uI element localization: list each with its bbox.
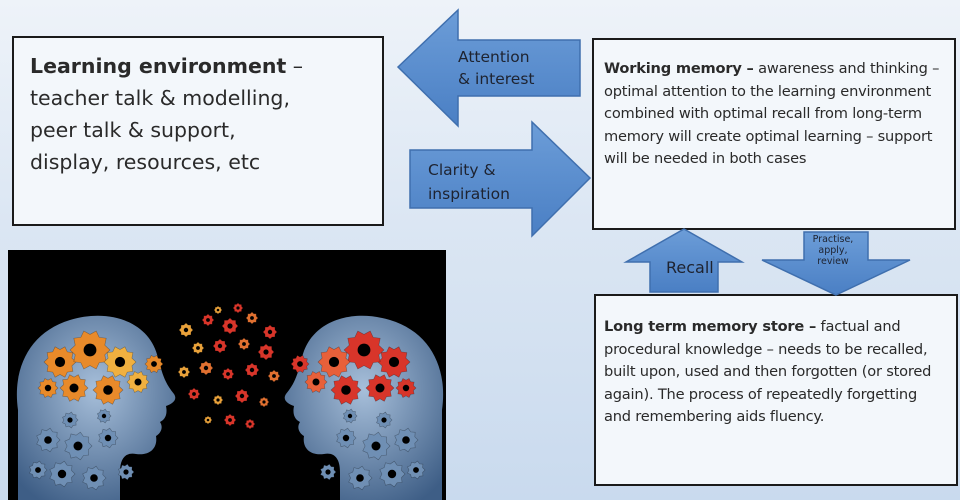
long-term-memory-title: Long term memory store –: [604, 318, 817, 335]
gear-icon: [177, 365, 191, 379]
attention-label-line2: & interest: [458, 70, 535, 88]
gear-icon: [212, 338, 228, 354]
practise-label: Practise, apply, review: [806, 234, 860, 267]
clarity-label-line2: inspiration: [428, 185, 510, 203]
gear-icon: [245, 311, 259, 325]
gear-icon: [103, 346, 137, 378]
gear-icon: [92, 375, 124, 405]
gear-icon: [258, 396, 270, 408]
gear-icon: [64, 431, 93, 461]
gear-icon: [62, 411, 79, 429]
gear-icon: [69, 330, 111, 370]
gear-icon: [232, 302, 244, 314]
gear-icon: [290, 354, 310, 374]
gear-icon: [343, 330, 385, 370]
learning-environment-text: Learning environment – teacher talk & mo…: [30, 50, 366, 178]
clarity-arrow: [409, 120, 592, 238]
working-memory-body: awareness and thinking – optimal attenti…: [604, 60, 940, 167]
gears-group: [29, 302, 426, 491]
gear-icon: [97, 408, 112, 424]
gear-icon: [36, 427, 61, 453]
gear-icon: [304, 371, 328, 393]
long-term-memory-text: Long term memory store – factual and pro…: [604, 316, 948, 429]
learning-environment-box: Learning environment – teacher talk & mo…: [12, 36, 384, 226]
gear-icon: [126, 371, 150, 393]
working-memory-title: Working memory –: [604, 60, 754, 77]
recall-label: Recall: [666, 258, 714, 277]
gear-icon: [82, 465, 107, 491]
long-term-memory-box: Long term memory store – factual and pro…: [594, 294, 958, 486]
attention-label: Attention & interest: [458, 46, 534, 90]
gear-icon: [348, 465, 373, 491]
gear-icon: [223, 413, 237, 427]
gear-icon: [37, 378, 59, 398]
gear-icon: [201, 313, 215, 327]
gear-icon: [221, 367, 235, 381]
heads-gears-illustration: [16, 302, 444, 500]
gear-icon: [212, 394, 224, 406]
learning-environment-title-dash: –: [286, 54, 304, 78]
practise-label-line1: Practise,: [812, 234, 854, 245]
gear-icon: [213, 305, 223, 315]
learning-environment-line4: display, resources, etc: [30, 150, 261, 174]
attention-arrow: [396, 8, 581, 128]
gear-icon: [43, 346, 77, 378]
gear-icon: [257, 343, 275, 361]
working-memory-box: Working memory – awareness and thinking …: [592, 38, 956, 230]
gear-icon: [320, 463, 337, 481]
gear-icon: [221, 317, 239, 335]
long-term-memory-body: factual and procedural knowledge – needs…: [604, 318, 932, 425]
gear-icon: [395, 378, 417, 398]
gear-icon: [203, 415, 213, 425]
gear-icon: [198, 360, 214, 376]
gear-icon: [29, 460, 48, 480]
gear-icon: [59, 374, 89, 402]
gear-icon: [187, 387, 201, 401]
gear-icon: [262, 324, 278, 340]
gear-icon: [178, 322, 194, 338]
gear-icon: [317, 346, 351, 378]
gear-icon: [237, 337, 251, 351]
practise-arrow: [761, 231, 911, 296]
gear-icon: [379, 460, 406, 488]
gear-icon: [376, 411, 393, 429]
learning-environment-line2: teacher talk & modelling,: [30, 86, 290, 110]
gear-icon: [365, 374, 395, 402]
gear-icon: [407, 460, 426, 480]
working-memory-text: Working memory – awareness and thinking …: [604, 58, 946, 171]
gear-icon: [191, 341, 205, 355]
gear-icon: [394, 427, 419, 453]
gear-icon: [330, 375, 362, 405]
learning-environment-title: Learning environment: [30, 54, 287, 78]
gear-icon: [49, 460, 76, 488]
gear-icon: [118, 463, 135, 481]
attention-label-line1: Attention: [458, 48, 530, 66]
practise-label-line3: review: [817, 256, 849, 267]
recall-arrow: [623, 228, 745, 293]
heads-gears-image: [8, 250, 446, 500]
gear-icon: [244, 362, 260, 378]
gear-icon: [234, 388, 250, 404]
gear-icon: [362, 431, 391, 461]
gear-icon: [336, 427, 357, 449]
gear-icon: [343, 408, 358, 424]
clarity-label-line1: Clarity &: [428, 161, 496, 179]
gear-icon: [244, 418, 256, 430]
clarity-label: Clarity & inspiration: [428, 158, 510, 206]
learning-environment-line3: peer talk & support,: [30, 118, 236, 142]
gear-icon: [98, 427, 119, 449]
gear-icon: [267, 369, 281, 383]
practise-label-line2: apply,: [818, 245, 848, 256]
gear-icon: [144, 354, 164, 374]
